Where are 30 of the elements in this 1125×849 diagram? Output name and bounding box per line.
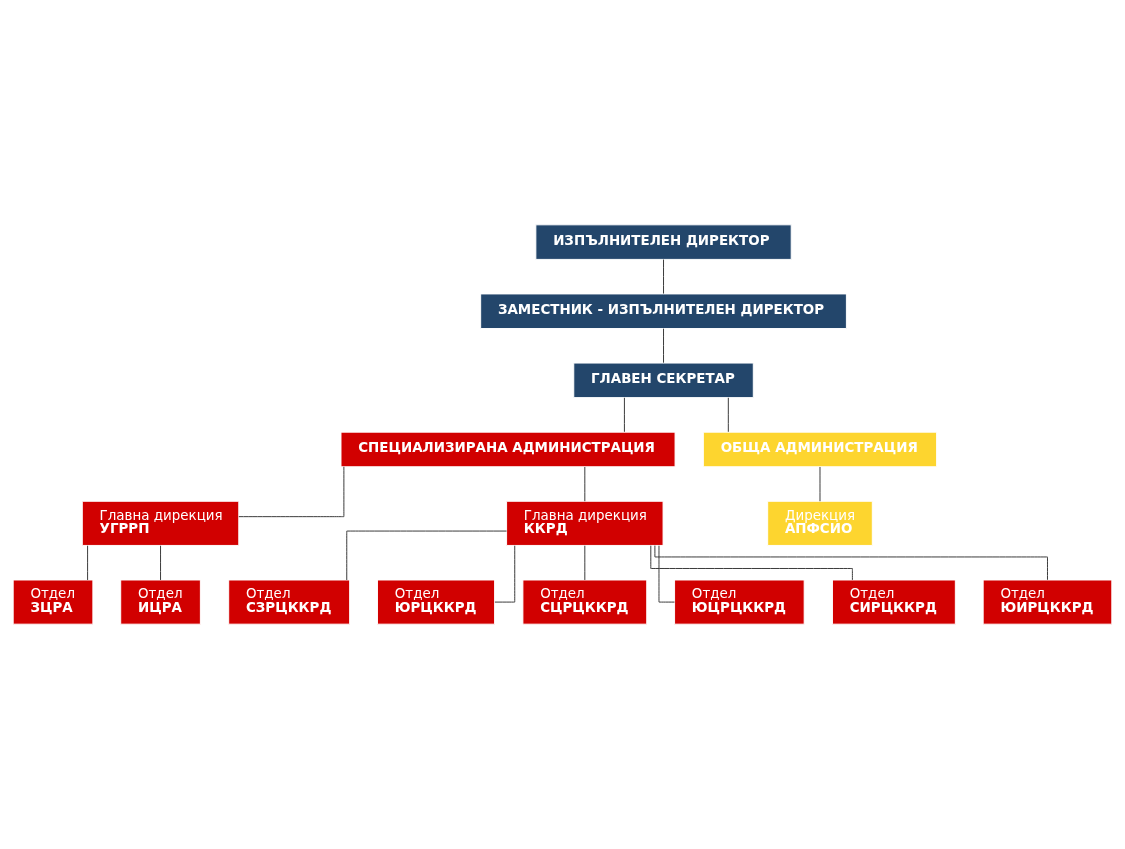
node-box: Отдел СЗРЦККРД (228, 579, 351, 625)
connector (663, 328, 664, 364)
node-box: Отдел ЮИРЦККРД (982, 579, 1113, 625)
node-box: Отдел СЦРЦККРД (522, 579, 648, 625)
node-box: СПЕЦИАЛИЗИРАНА АДМИНИСТРАЦИЯ (340, 431, 676, 468)
node-box: ЗАМЕСТНИК - ИЗПЪЛНИТЕЛЕН ДИРЕКТОР (480, 293, 847, 329)
connector (663, 259, 664, 295)
node-box: Отдел ЗЦРА (12, 579, 94, 625)
connector (584, 545, 586, 581)
connector (238, 466, 345, 518)
node-box: ИЗПЪЛНИТЕЛЕН ДИРЕКТОР (535, 224, 792, 260)
connector (494, 545, 516, 603)
connector (654, 545, 1048, 581)
connector (727, 397, 729, 433)
node-box: Отдел ЮРЦККРД (377, 579, 496, 625)
connector (346, 530, 508, 581)
connector (87, 545, 89, 581)
node-box: ГЛАВЕН СЕКРЕТАР (573, 362, 754, 399)
node-box: Главна дирекция ККРД (506, 500, 664, 546)
connector (584, 466, 586, 502)
connector (623, 397, 625, 433)
node-box: Дирекция АПФСИО (767, 500, 873, 546)
connector (650, 545, 853, 581)
node-box: Отдел СИРЦККРД (832, 579, 956, 625)
node-box: Отдел ЮЦРЦККРД (674, 579, 805, 625)
connector (658, 545, 675, 603)
connector (160, 545, 161, 581)
node-box: Главна дирекция УГРРП (81, 500, 240, 546)
node-box: Отдел ИЦРА (120, 579, 201, 625)
node-box: ОБЩА АДМИНИСТРАЦИЯ (702, 431, 938, 468)
